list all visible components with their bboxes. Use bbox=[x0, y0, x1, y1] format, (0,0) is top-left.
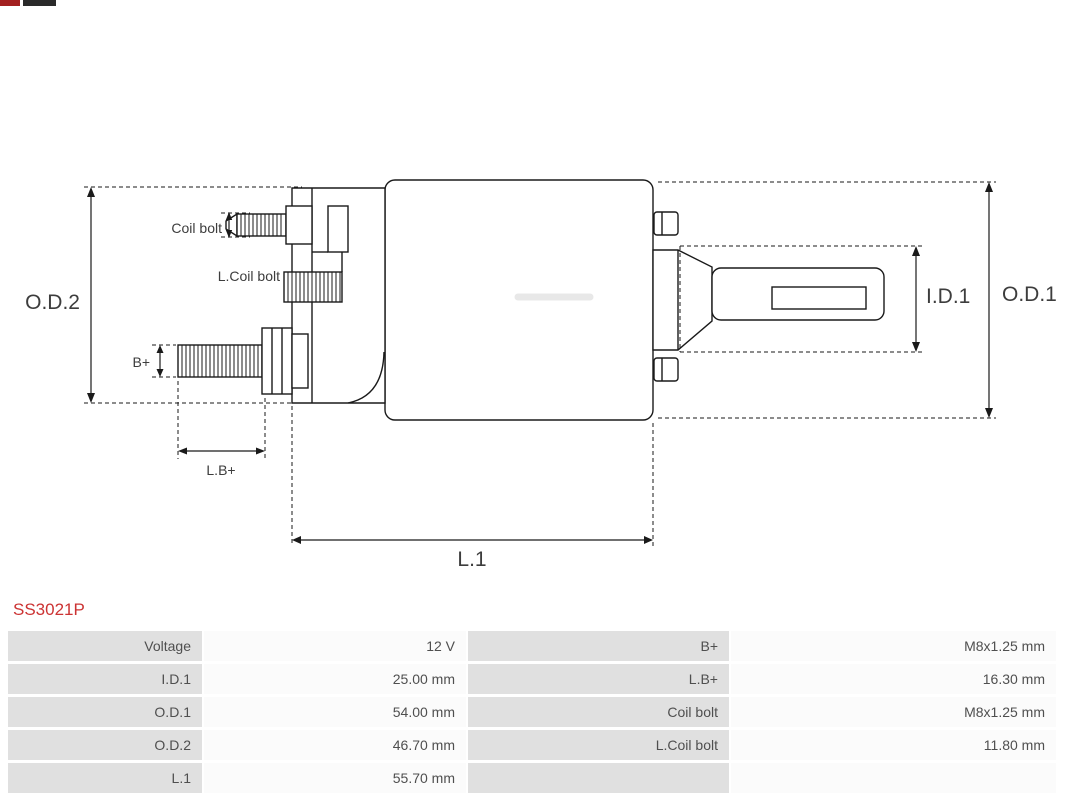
plunger-slot bbox=[771, 286, 867, 310]
spec-label-cell: L.B+ bbox=[468, 664, 729, 694]
spec-table: Voltage 12 V B+ M8x1.25 mm I.D.1 25.00 m… bbox=[8, 631, 1058, 793]
dimension-l-b-plus: L.B+ bbox=[177, 381, 266, 478]
b-plus-nut bbox=[261, 327, 293, 395]
spec-label-cell: L.Coil bolt bbox=[468, 730, 729, 760]
spec-value-cell: 55.70 mm bbox=[204, 763, 466, 793]
spec-label-cell: Voltage bbox=[8, 631, 202, 661]
dimension-l1: L.1 bbox=[291, 406, 654, 571]
coil-bolt-label: Coil bolt bbox=[171, 220, 222, 236]
spec-value-cell: 11.80 mm bbox=[731, 730, 1056, 760]
l-b-plus-label: L.B+ bbox=[206, 462, 235, 478]
plunger-collar bbox=[652, 249, 713, 351]
dimension-od1: O.D.1 bbox=[658, 181, 1057, 419]
solenoid-body bbox=[384, 179, 654, 421]
spec-value-cell: M8x1.25 mm bbox=[731, 631, 1056, 661]
coil-bolt-sleeve bbox=[283, 271, 343, 303]
plunger-assembly bbox=[652, 249, 885, 351]
od2-label: O.D.2 bbox=[25, 291, 80, 314]
dimension-od2: O.D.2 bbox=[25, 186, 302, 404]
spec-value-cell bbox=[731, 763, 1056, 793]
logo-dark-segment bbox=[23, 0, 56, 6]
spec-value-cell: 25.00 mm bbox=[204, 664, 466, 694]
spec-value-cell: 46.70 mm bbox=[204, 730, 466, 760]
dimension-l-coil-bolt: L.Coil bolt bbox=[218, 268, 280, 284]
od1-label: O.D.1 bbox=[1002, 283, 1057, 306]
table-row: I.D.1 25.00 mm L.B+ 16.30 mm bbox=[8, 664, 1058, 694]
spec-label-cell: I.D.1 bbox=[8, 664, 202, 694]
b-plus-terminal bbox=[177, 327, 309, 395]
logo-red-segment bbox=[0, 0, 20, 6]
l-coil-bolt-label: L.Coil bolt bbox=[218, 268, 280, 284]
b-plus-thread bbox=[177, 344, 263, 378]
cropped-logo-mark bbox=[0, 0, 56, 6]
spec-label-cell: O.D.1 bbox=[8, 697, 202, 727]
solenoid-diagram: O.D.2 O.D.1 I.D.1 Coil bbox=[25, 179, 1057, 571]
sleeve-thread bbox=[283, 271, 343, 303]
b-plus-washer bbox=[291, 333, 309, 389]
table-row: L.1 55.70 mm bbox=[8, 763, 1058, 793]
spec-label-cell: Coil bolt bbox=[468, 697, 729, 727]
dimension-b-plus: B+ bbox=[132, 344, 176, 378]
coil-bolt bbox=[225, 205, 313, 245]
lower-terminal-tab bbox=[653, 357, 679, 382]
spec-value-cell: M8x1.25 mm bbox=[731, 697, 1056, 727]
l1-label: L.1 bbox=[457, 548, 486, 571]
spec-value-cell: 12 V bbox=[204, 631, 466, 661]
table-row: O.D.1 54.00 mm Coil bolt M8x1.25 mm bbox=[8, 697, 1058, 727]
terminal-tabs bbox=[653, 211, 679, 382]
spec-label-cell: L.1 bbox=[8, 763, 202, 793]
b-plus-label: B+ bbox=[132, 354, 150, 370]
upper-terminal-tab bbox=[653, 211, 679, 236]
dimension-coil-bolt: Coil bolt bbox=[171, 212, 250, 238]
table-row: Voltage 12 V B+ M8x1.25 mm bbox=[8, 631, 1058, 661]
coil-bolt-block bbox=[285, 205, 313, 245]
spec-value-cell: 54.00 mm bbox=[204, 697, 466, 727]
spec-label-cell: B+ bbox=[468, 631, 729, 661]
dimension-id1: I.D.1 bbox=[679, 245, 970, 353]
table-row: O.D.2 46.70 mm L.Coil bolt 11.80 mm bbox=[8, 730, 1058, 760]
id1-label: I.D.1 bbox=[926, 285, 970, 308]
bracket-slot bbox=[327, 205, 349, 253]
spec-label-cell: O.D.2 bbox=[8, 730, 202, 760]
spec-value-cell: 16.30 mm bbox=[731, 664, 1056, 694]
part-number: SS3021P bbox=[13, 600, 85, 619]
spec-label-cell bbox=[468, 763, 729, 793]
